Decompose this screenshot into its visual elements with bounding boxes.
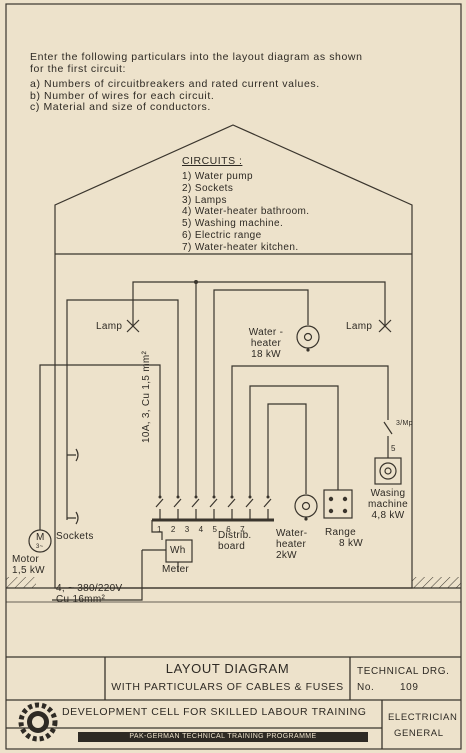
motor-phase-text: 3~ — [36, 544, 44, 550]
distrib-board-label: Distrib. board — [218, 530, 252, 552]
circuit-item: 3) Lamps — [182, 194, 227, 206]
washing-machine-symbol — [374, 457, 402, 485]
circuit-heater-small-wire — [267, 403, 307, 494]
breakers — [155, 488, 272, 520]
drawing-number-label: No. — [357, 682, 375, 693]
instruction-item: b) Number of wires for each circuit. — [30, 89, 215, 102]
circuit-item: 5) Washing machine. — [182, 218, 284, 230]
supply-label: 4, ~ 380/220V Cu 16mm² — [56, 583, 122, 605]
heater-top-symbol — [296, 325, 320, 349]
supply-line-text: Cu 16mm² — [56, 594, 106, 605]
drawing-number: 109 — [400, 682, 419, 693]
breaker-number: 6 — [226, 525, 241, 534]
circuit-heater-top-wire — [213, 289, 309, 488]
heater-top-line: Water - — [248, 327, 284, 338]
circuit-item: 7) Water-heater kitchen. — [182, 241, 299, 253]
sheet-border — [5, 3, 462, 750]
instruction-item: a) Numbers of circuitbreakers and rated … — [30, 78, 320, 90]
isolator-label: 3/Mp — [396, 420, 413, 427]
heater-small-line: 2kW — [276, 550, 297, 561]
instruction-intro: Enter the following particulars into the… — [30, 51, 363, 63]
programme-bar — [78, 732, 368, 742]
instruction-intro: for the first circuit: — [30, 62, 127, 75]
logo-gear-icon — [18, 702, 58, 742]
supply-line-text: 4, ~ 380/220V — [56, 583, 123, 594]
cable-rating-text: 10A, 3, Cu 1,5 mm² — [141, 350, 152, 443]
heater-top-label: Water - heater 18 kW — [244, 327, 288, 360]
socket-lower-symbol — [67, 511, 79, 525]
isolator-sub-label: 5 — [391, 444, 396, 453]
heater-small-label: Water- heater 2kW — [276, 528, 307, 561]
breaker-number: 1 — [157, 525, 171, 534]
washing-line: machine — [368, 499, 408, 510]
lamp-left-symbol — [126, 319, 140, 333]
motor-label-line: 1,5 kW — [12, 565, 45, 576]
isolator-symbol — [383, 421, 393, 458]
drawing-subtitle: WITH PARTICULARS OF CABLES & FUSES — [111, 681, 344, 693]
organisation-name: DEVELOPMENT CELL FOR SKILLED LABOUR TRAI… — [62, 706, 367, 718]
ground-hatch-left — [6, 577, 36, 588]
instructions: Enter the following particulars into the… — [30, 51, 363, 114]
socket-upper-symbol — [67, 448, 79, 462]
instruction-item: c) Material and size of conductors. — [30, 101, 211, 113]
circuits-title: CIRCUITS : — [182, 155, 243, 167]
meter-label: Meter — [162, 564, 190, 575]
heater-top-line: heater — [250, 338, 282, 349]
lamp-right-symbol — [378, 319, 392, 333]
circuit-motor-wire — [39, 364, 161, 530]
distrib-line: Distrib. — [218, 530, 252, 541]
trade-sub-label: GENERAL — [394, 728, 444, 739]
washing-line: Wasing — [370, 488, 406, 499]
circuit-item: 4) Water-heater bathroom. — [182, 206, 310, 218]
supply-line — [52, 550, 179, 601]
junction-dots — [158, 280, 348, 521]
motor-label: Motor 1,5 kW — [12, 554, 45, 576]
breaker-number: 5 — [212, 525, 227, 534]
motor-label-line: Motor — [12, 554, 40, 565]
breaker-numbers: 1234567 — [157, 524, 254, 535]
breaker-number: 3 — [184, 525, 199, 534]
distrib-line: board — [218, 541, 246, 552]
breaker-number: 4 — [198, 525, 213, 534]
ground-hatch-right — [412, 577, 461, 588]
breaker-number: 7 — [240, 525, 255, 534]
programme-name: PAK-GERMAN TECHNICAL TRAINING PROGRAMME — [129, 733, 317, 740]
motor-symbol — [28, 529, 52, 553]
meter-symbol-text: Wh — [170, 545, 186, 556]
circuits-list: 1) Water pump 2) Sockets 3) Lamps 4) Wat… — [182, 171, 309, 254]
heater-small-line: heater — [276, 539, 307, 550]
technical-drg-label: TECHNICAL DRG. — [357, 666, 450, 677]
drawing-title: LAYOUT DIAGRAM — [165, 661, 290, 676]
lamp-right-label: Lamp — [346, 321, 373, 332]
heater-small-line: Water- — [276, 528, 308, 539]
range-label: Range 8 kW — [325, 527, 363, 549]
washing-machine-label: Wasing machine 4,8 kW — [364, 488, 412, 521]
circuit-washing-wire — [231, 365, 389, 488]
trade-label: ELECTRICIAN — [388, 712, 458, 723]
heater-top-line: 18 kW — [251, 349, 281, 360]
range-symbol — [323, 489, 353, 519]
breaker-number: 2 — [170, 525, 185, 534]
lamp-left-label: Lamp — [96, 321, 123, 332]
circuit-sockets-wire — [66, 299, 179, 520]
circuit-lamp-right-wire — [196, 281, 386, 325]
circuit-item: 6) Electric range — [182, 229, 262, 241]
circuit-lamp-left-wire — [132, 281, 197, 488]
range-line: 8 kW — [339, 538, 363, 549]
sockets-label: Sockets — [56, 531, 94, 542]
circuit-range-wire — [249, 385, 339, 490]
circuit-item: 1) Water pump — [182, 171, 253, 182]
range-line: Range — [325, 527, 356, 538]
circuit-item: 2) Sockets — [182, 182, 234, 194]
washing-line: 4,8 kW — [371, 510, 405, 521]
meter-box — [165, 539, 193, 563]
heater-small-symbol — [294, 494, 318, 518]
motor-symbol-text: M — [36, 532, 45, 543]
